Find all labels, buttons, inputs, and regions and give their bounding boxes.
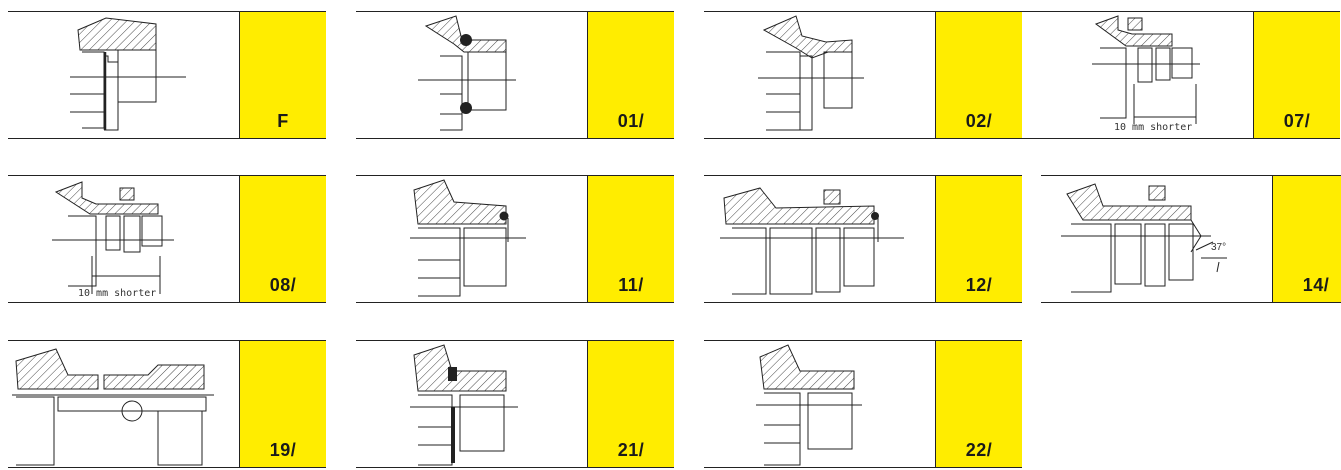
- port-code-tag: 07/: [1253, 12, 1340, 138]
- port-card-08: 10 mm shorter 08/: [8, 175, 326, 303]
- port-drawing: [410, 344, 518, 466]
- port-code-label: 07/: [1283, 111, 1311, 131]
- port-drawing: [410, 179, 526, 297]
- port-card-22: 22/: [704, 340, 1022, 468]
- port-code-label: F: [277, 111, 289, 131]
- port-code-label: 12/: [965, 275, 993, 295]
- port-drawing: [70, 17, 186, 131]
- port-code-label: 14/: [1302, 275, 1330, 295]
- angle-label: 37°: [1211, 242, 1227, 253]
- port-code-label: 19/: [269, 440, 297, 460]
- port-card-01: 01/: [356, 11, 674, 139]
- port-code-tag: 22/: [935, 341, 1022, 467]
- port-code-tag: 21/: [587, 341, 674, 467]
- port-card-F: F: [8, 11, 326, 139]
- port-card-14: 37° 14/: [1041, 175, 1341, 303]
- dimension-note: 10 mm shorter: [78, 288, 157, 299]
- port-drawing: [418, 15, 516, 131]
- port-code-tag: 14/: [1272, 176, 1341, 302]
- port-code-tag: 08/: [239, 176, 326, 302]
- port-drawing: [12, 348, 214, 466]
- port-code-label: 01/: [617, 111, 645, 131]
- port-card-19: 19/: [8, 340, 326, 468]
- port-code-label: 08/: [269, 275, 297, 295]
- port-code-label: 11/: [618, 275, 644, 295]
- port-drawing: [1061, 183, 1227, 293]
- port-code-tag: 01/: [587, 12, 674, 138]
- port-drawing: [52, 181, 174, 294]
- port-drawing: [1092, 15, 1200, 124]
- port-drawing: [758, 15, 864, 131]
- dimension-note: 10 mm shorter: [1114, 122, 1193, 133]
- port-card-12: 12/: [704, 175, 1022, 303]
- port-drawing: [720, 187, 904, 295]
- port-card-21: 21/: [356, 340, 674, 468]
- port-code-tag: 11/: [587, 176, 674, 302]
- port-code-label: 02/: [965, 111, 993, 131]
- port-code-tag: F: [239, 12, 326, 138]
- port-card-11: 11/: [356, 175, 674, 303]
- port-code-tag: 12/: [935, 176, 1022, 302]
- port-card-02: 02/: [704, 11, 1022, 139]
- port-drawing: [756, 344, 862, 466]
- port-code-label: 21/: [617, 440, 645, 460]
- port-code-tag: 19/: [239, 341, 326, 467]
- port-code-label: 22/: [965, 440, 993, 460]
- port-card-07: 10 mm shorter 07/: [1022, 11, 1340, 139]
- port-code-tag: 02/: [935, 12, 1022, 138]
